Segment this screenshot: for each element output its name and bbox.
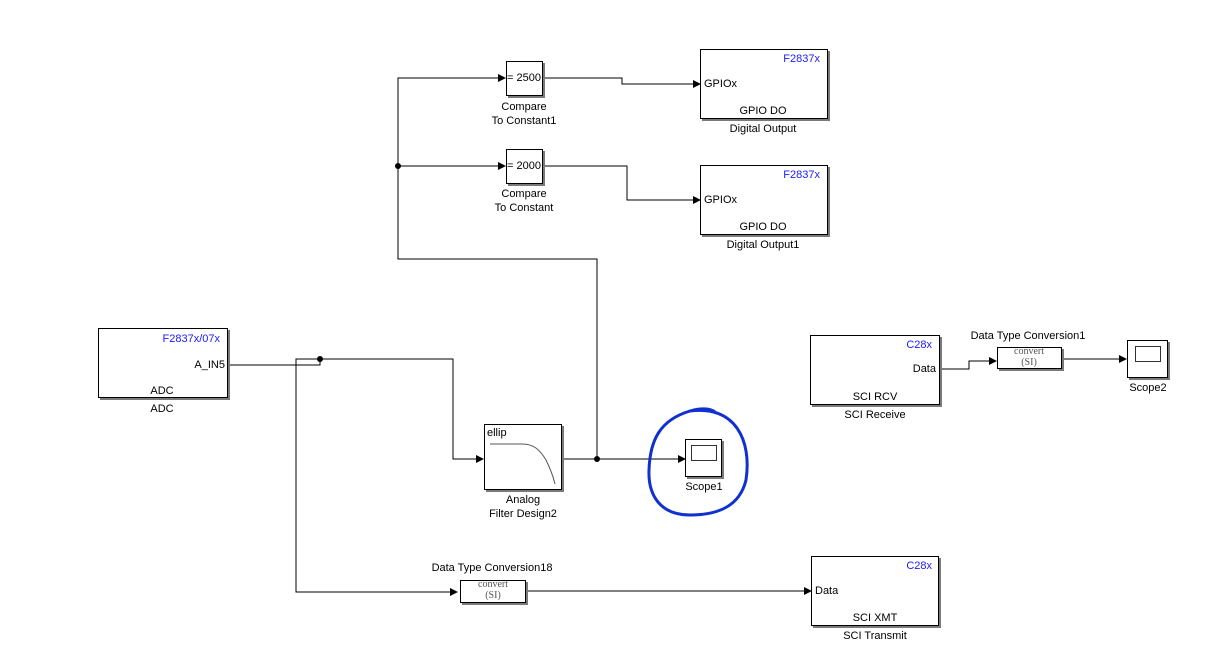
analog-filter-block[interactable] — [484, 424, 562, 490]
branch-point — [317, 356, 323, 362]
compare-2-value: = 2000 — [507, 160, 541, 172]
line-scircv-to-conv1 — [940, 357, 997, 370]
compare-2-caption-line2: To Constant — [494, 202, 554, 214]
line-adc-to-filter — [228, 358, 484, 463]
filter-response-icon — [490, 443, 556, 485]
gpio-1-caption: Digital Output — [729, 123, 797, 135]
sci-transmit-inner: SCI XMT — [852, 612, 898, 624]
gpio-1-inner: GPIO DO — [739, 105, 787, 117]
conv-18-line1: convert — [478, 579, 508, 590]
compare-1-caption-line2: To Constant1 — [491, 115, 557, 127]
sci-receive-port: Data — [912, 363, 936, 375]
adc-inner-label: ADC — [150, 385, 174, 397]
adc-target-label: F2837x/07x — [162, 333, 220, 345]
conv-18-title: Data Type Conversion18 — [431, 562, 553, 574]
sci-transmit-target: C28x — [906, 560, 932, 572]
filter-caption-line2: Filter Design2 — [489, 508, 557, 520]
line-filter-branch-up — [397, 74, 598, 459]
sci-receive-target: C28x — [906, 339, 932, 351]
line-cmp2-to-gpio2 — [543, 165, 701, 204]
conv-1-line2: (SI) — [1021, 357, 1037, 368]
compare-1-value: = 2500 — [507, 72, 541, 84]
adc-block[interactable] — [98, 328, 228, 398]
filter-type-label: ellip — [487, 427, 507, 439]
filter-caption-line1: Analog — [505, 494, 541, 506]
gpio-block-1[interactable] — [700, 49, 828, 119]
sci-transmit-caption: SCI Transmit — [843, 630, 907, 642]
conv-1-line1: convert — [1014, 346, 1044, 357]
gpio-2-inner: GPIO DO — [739, 221, 787, 233]
adc-port-label: A_IN5 — [194, 359, 225, 371]
compare-block-1[interactable] — [506, 61, 543, 96]
conv-1-title: Data Type Conversion1 — [970, 330, 1086, 342]
sci-receive-inner: SCI RCV — [852, 391, 898, 403]
conv-1-block[interactable] — [997, 347, 1062, 369]
conv-18-line2: (SI) — [485, 590, 501, 601]
scope-2-caption: Scope2 — [1129, 382, 1167, 394]
gpio-1-port: GPIOx — [704, 78, 738, 90]
compare-1-caption-line1: Compare — [501, 101, 547, 113]
annotation-circle — [647, 407, 749, 517]
gpio-2-target: F2837x — [783, 169, 820, 181]
gpio-2-caption: Digital Output1 — [726, 239, 800, 251]
gpio-1-target: F2837x — [783, 53, 820, 65]
scope-2-screen-icon — [1135, 346, 1161, 362]
line-cmp1-to-gpio1 — [543, 77, 701, 88]
adc-caption: ADC — [150, 403, 174, 415]
sci-transmit-block[interactable] — [811, 556, 939, 626]
gpio-block-2[interactable] — [700, 165, 828, 235]
scope-1-caption: Scope1 — [685, 481, 723, 493]
scope-1-screen-icon — [691, 445, 717, 461]
branch-point — [594, 456, 600, 462]
compare-block-2[interactable] — [506, 149, 543, 184]
gpio-2-port: GPIOx — [704, 194, 738, 206]
branch-point — [395, 163, 401, 169]
compare-2-caption-line1: Compare — [501, 188, 547, 200]
conv-18-block[interactable] — [460, 580, 526, 603]
sci-transmit-port: Data — [815, 585, 839, 597]
sci-receive-block[interactable] — [810, 335, 940, 405]
sci-receive-caption: SCI Receive — [844, 409, 906, 421]
line-adc-branch-down — [295, 358, 458, 596]
